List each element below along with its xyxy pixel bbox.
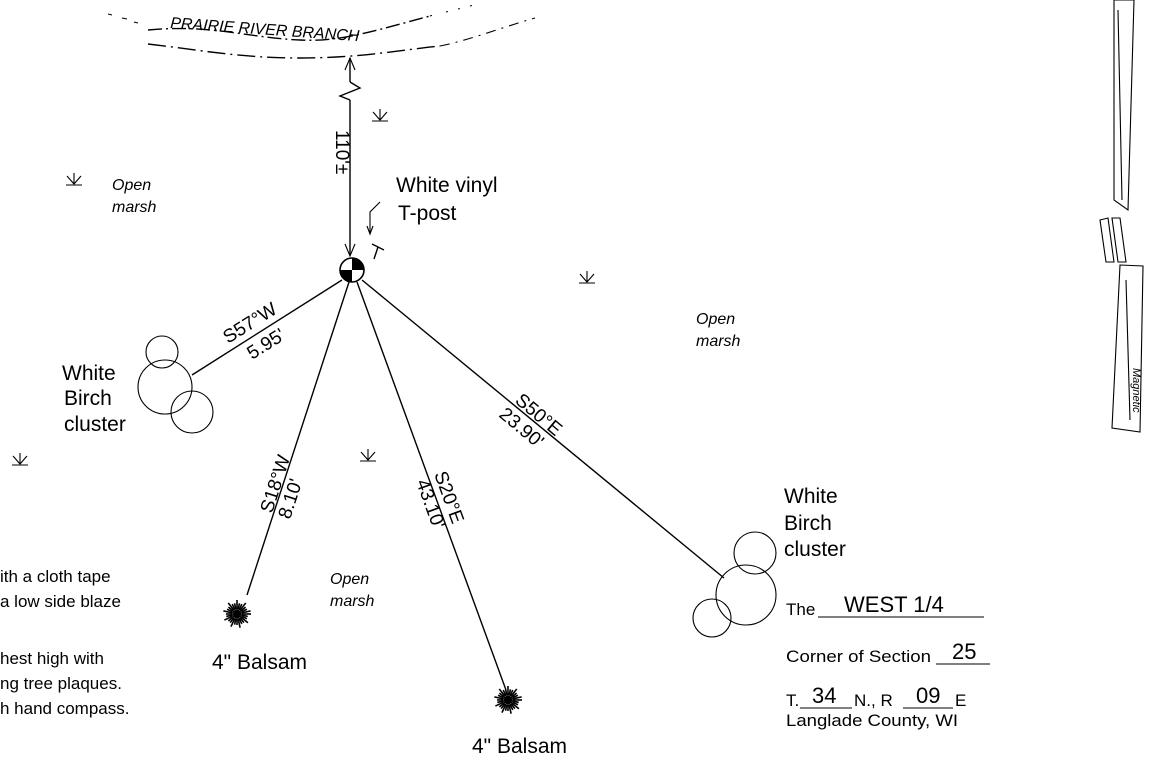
range-direction: E bbox=[955, 691, 966, 710]
marsh-label-1-line2: marsh bbox=[112, 199, 157, 216]
note-line-1: ith a cloth tape bbox=[0, 567, 111, 586]
balsam-sw-label: 4" Balsam bbox=[212, 651, 307, 674]
birch-se-label-1: White bbox=[784, 485, 838, 508]
birch-nw-label-3: cluster bbox=[64, 413, 126, 436]
north-tie-line: 110'± bbox=[331, 56, 362, 258]
magnetic-north-arrow: Magnetic bbox=[1099, 0, 1144, 433]
corner-name: WEST 1/4 bbox=[844, 592, 944, 617]
birch-cluster-nw-symbol bbox=[137, 335, 214, 434]
birch-nw-label-1: White bbox=[62, 362, 116, 385]
township-prefix: T. bbox=[786, 691, 799, 710]
balsam-tree-sw-symbol bbox=[223, 600, 251, 628]
marsh-label-2-line1: Open bbox=[696, 311, 735, 328]
marsh-label-1-line1: Open bbox=[112, 177, 151, 194]
birch-se-label-3: cluster bbox=[784, 538, 846, 561]
birch-se-label-2: Birch bbox=[784, 512, 832, 535]
t-post-label-line1: White vinyl bbox=[396, 174, 498, 197]
range-number: 09 bbox=[916, 683, 940, 708]
range-prefix: N., R bbox=[854, 691, 893, 710]
t-post-label-line2: T-post bbox=[398, 202, 457, 225]
t-post-symbol bbox=[366, 201, 385, 260]
section-label: Corner of Section bbox=[786, 647, 931, 666]
note-line-3: hest high with bbox=[0, 649, 104, 668]
marsh-label-3-line1: Open bbox=[330, 571, 369, 588]
note-line-2: a low side blaze bbox=[0, 592, 121, 611]
marsh-label-2-line2: marsh bbox=[696, 333, 741, 350]
magnetic-label: Magnetic bbox=[1130, 368, 1142, 413]
marsh-label-3-line2: marsh bbox=[330, 593, 375, 610]
note-line-5: h hand compass. bbox=[0, 699, 129, 718]
birch-cluster-se-symbol bbox=[692, 531, 777, 638]
note-line-4: ng tree plaques. bbox=[0, 674, 122, 693]
birch-nw-label-2: Birch bbox=[64, 387, 112, 410]
north-tie-distance: 110'± bbox=[331, 130, 352, 174]
bearing-lines bbox=[191, 279, 725, 691]
section-number: 25 bbox=[952, 639, 976, 664]
township-number: 34 bbox=[812, 683, 836, 708]
balsam-tree-s-symbol bbox=[494, 686, 522, 714]
river-label: PRAIRIE RIVER BRANCH bbox=[170, 15, 361, 45]
corner-monument bbox=[339, 257, 365, 283]
title-block: The WEST 1/4 Corner of Section 25 T. 34 … bbox=[786, 592, 990, 730]
survey-notes: ith a cloth tape a low side blaze hest h… bbox=[0, 567, 129, 718]
marsh-symbols bbox=[12, 109, 595, 466]
county-label: Langlade County, WI bbox=[786, 711, 958, 730]
balsam-s-label: 4" Balsam bbox=[472, 735, 567, 758]
title-prefix: The bbox=[786, 600, 815, 619]
river-branch: PRAIRIE RIVER BRANCH bbox=[107, 4, 536, 59]
